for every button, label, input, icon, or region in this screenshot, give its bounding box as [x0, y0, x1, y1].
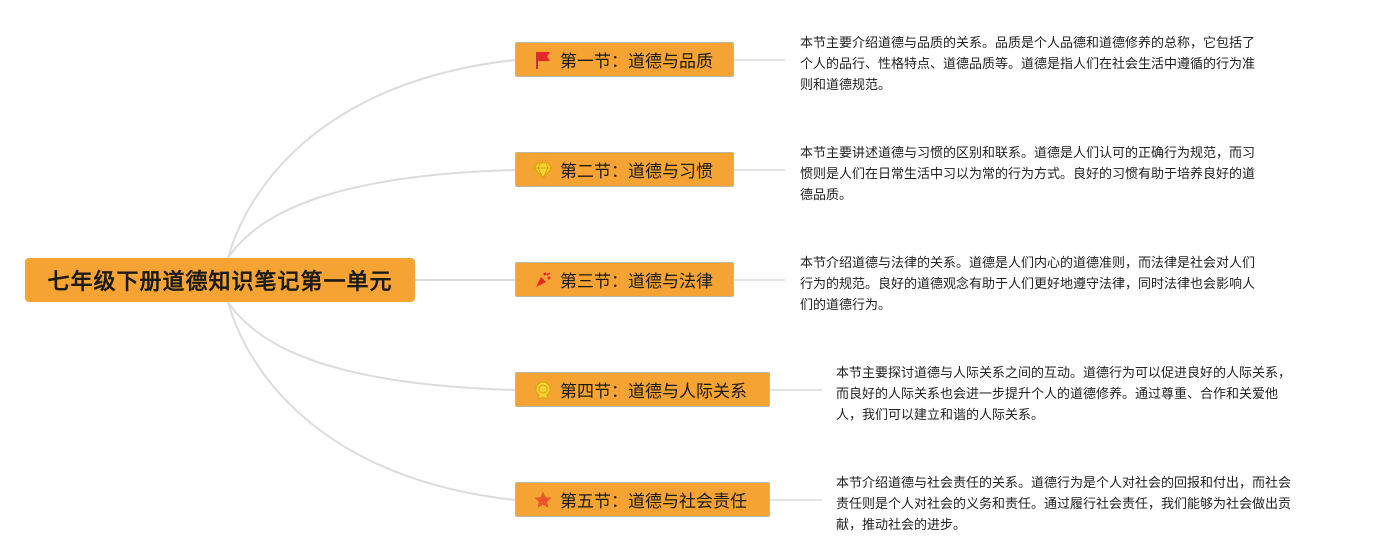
section-2-desc-line: 德品质。: [800, 188, 853, 203]
root-topic-title: 七年级下册道德知识笔记第一单元: [47, 270, 393, 295]
section-node-3[interactable]: 第三节：道德与法律: [515, 262, 734, 297]
section-description-3: 本节介绍道德与法律的关系。道德是人们内心的道德准则，而法律是社会对人们 行为的规…: [800, 253, 1255, 316]
section-label-4: 第四节：道德与人际关系: [560, 382, 747, 402]
section-3-desc-line: 本节介绍道德与法律的关系。道德是人们内心的道德准则，而法律是社会对人们: [800, 256, 1256, 271]
section-node-4[interactable]: 第四节：道德与人际关系: [515, 372, 770, 407]
section-node-2[interactable]: 第二节：道德与习惯: [515, 152, 734, 187]
root-topic[interactable]: 七年级下册道德知识笔记第一单元: [25, 258, 415, 302]
section-1-desc-line: 个人的品行、性格特点、道德品质等。道德是指人们在社会生活中遵循的行为准: [800, 57, 1256, 72]
connector-root-section-4: [227, 301, 516, 391]
section-node-5[interactable]: 第五节：道德与社会责任: [515, 482, 770, 517]
section-4-desc-line: 人，我们可以建立和谐的人际关系。: [836, 408, 1045, 423]
section-4-desc-line: 而良好的人际关系也会进一步提升个人的道德修养。通过尊重、合作和关爱他: [836, 387, 1279, 402]
section-1-desc-line: 则和道德规范。: [800, 78, 892, 93]
section-label-3: 第三节：道德与法律: [560, 272, 713, 292]
section-4-desc-line: 本节主要探讨道德与人际关系之间的互动。道德行为可以促进良好的人际关系，: [836, 366, 1292, 381]
section-5-desc-line: 献，推动社会的进步。: [836, 518, 967, 533]
section-description-1: 本节主要介绍道德与品质的关系。品质是个人品德和道德修养的总称，它包括了 个人的品…: [800, 33, 1255, 96]
section-5-desc-line: 责任则是个人对社会的义务和责任。通过履行社会责任，我们能够为社会做出贡: [836, 497, 1292, 512]
section-description-5: 本节介绍道德与社会责任的关系。道德行为是个人对社会的回报和付出，而社会 责任则是…: [836, 473, 1291, 536]
section-label-5: 第五节：道德与社会责任: [560, 492, 747, 512]
section-2-desc-line: 惯则是人们在日常生活中习以为常的行为方式。良好的习惯有助于培养良好的道: [800, 167, 1256, 182]
connector-root-section-1: [227, 59, 516, 259]
section-2-desc-line: 本节主要讲述道德与习惯的区别和联系。道德是人们认可的正确行为规范，而习: [800, 146, 1256, 161]
connector-root-section-5: [227, 301, 516, 501]
section-3-desc-line: 行为的规范。良好的道德观念有助于人们更好地遵守法律，同时法律也会影响人: [800, 277, 1256, 292]
connector-root-section-2: [227, 169, 516, 259]
section-3-desc-line: 们的道德行为。: [800, 298, 892, 313]
party-popper-icon: [532, 269, 554, 291]
section-5-desc-line: 本节介绍道德与社会责任的关系。道德行为是个人对社会的回报和付出，而社会: [836, 476, 1292, 491]
medal-icon: [532, 379, 554, 401]
red-flag-icon: [532, 49, 554, 71]
section-1-desc-line: 本节主要介绍道德与品质的关系。品质是个人品德和道德修养的总称，它包括了: [800, 36, 1256, 51]
section-node-1[interactable]: 第一节：道德与品质: [515, 42, 734, 77]
diamond-icon: [532, 159, 554, 181]
section-description-2: 本节主要讲述道德与习惯的区别和联系。道德是人们认可的正确行为规范，而习 惯则是人…: [800, 143, 1255, 206]
section-label-1: 第一节：道德与品质: [560, 52, 713, 72]
section-label-2: 第二节：道德与习惯: [560, 162, 713, 182]
star-icon: [532, 489, 554, 511]
section-description-4: 本节主要探讨道德与人际关系之间的互动。道德行为可以促进良好的人际关系， 而良好的…: [836, 363, 1291, 426]
